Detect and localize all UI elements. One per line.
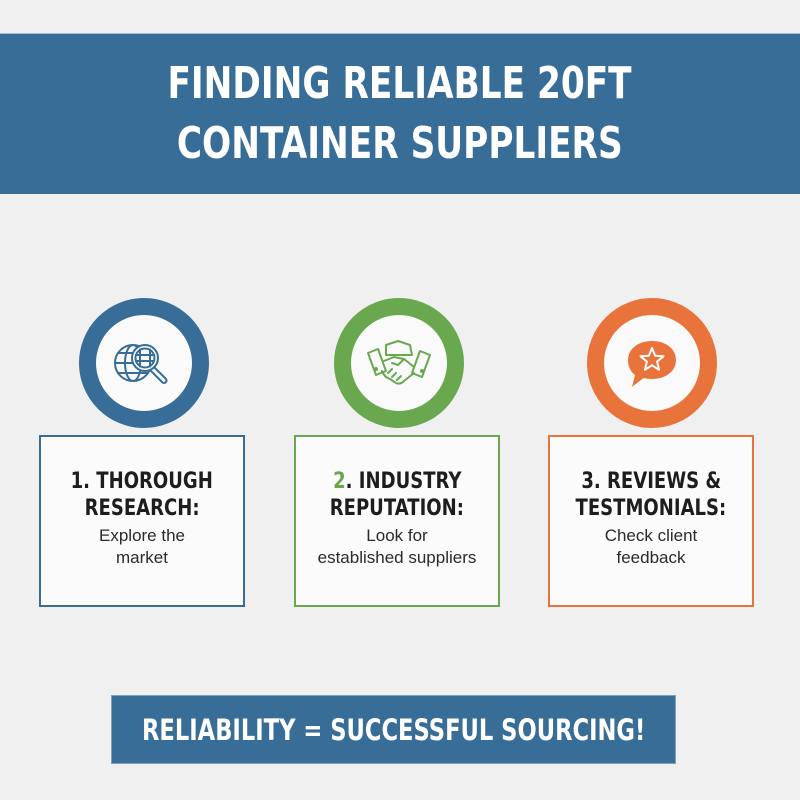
title-banner: FINDING RELIABLE 20FT CONTAINER SUPPLIER… <box>0 33 800 194</box>
step-2-description-line-2: established suppliers <box>317 547 477 567</box>
step-1-title-text: . THOROUGH <box>83 468 214 494</box>
step-2-title-line-1: 2. INDUSTRY <box>333 468 461 495</box>
step-2-number: 2 <box>332 468 346 494</box>
step-2-icon-badge <box>334 298 464 428</box>
step-card-thorough-research: 1. THOROUGH RESEARCH: Explore the market <box>39 435 245 607</box>
step-1-number: 1 <box>70 468 84 494</box>
page-title-line-2: CONTAINER SUPPLIERS <box>177 118 623 169</box>
step-3-description-line-2: feedback <box>616 547 686 567</box>
step-3-icon-badge <box>587 298 717 428</box>
step-2-title-text: . INDUSTRY <box>345 468 462 494</box>
tagline-banner: RELIABILITY = SUCCESSFUL SOURCING! <box>111 695 676 764</box>
step-card-reviews-testimonials: 3. REVIEWS & TESTMONIALS: Check client f… <box>548 435 754 607</box>
step-3-title-text: . REVIEWS & <box>593 468 721 494</box>
handshake-icon <box>367 340 431 385</box>
step-3-description-line-1: Check client <box>604 525 698 545</box>
globe-search-icon <box>114 344 168 384</box>
step-1-title-line-2: RESEARCH: <box>84 495 200 521</box>
step-3-title-line-2: TESTMONIALS: <box>575 495 727 521</box>
step-2-title-line-2: REPUTATION: <box>329 495 465 521</box>
step-1-icon-badge <box>79 298 209 428</box>
step-3-title-line-1: 3. REVIEWS & <box>581 468 721 495</box>
step-card-industry-reputation: 2. INDUSTRY REPUTATION: Look for establi… <box>294 435 500 607</box>
step-1-description-line-2: market <box>116 547 168 567</box>
tagline-text: RELIABILITY = SUCCESSFUL SOURCING! <box>141 712 646 747</box>
step-1-title-line-1: 1. THOROUGH <box>71 468 213 495</box>
step-2-description-line-1: Look for <box>366 525 428 545</box>
step-3-number: 3 <box>581 468 594 494</box>
speech-bubble-star-icon <box>628 341 676 387</box>
step-1-description-line-1: Explore the <box>99 525 185 545</box>
page-title-line-1: FINDING RELIABLE 20FT <box>167 58 633 109</box>
